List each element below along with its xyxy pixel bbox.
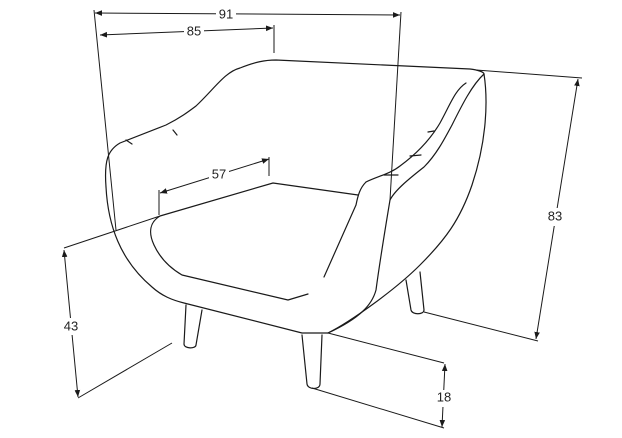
armchair-drawing bbox=[104, 59, 487, 390]
leg-front-right bbox=[301, 334, 323, 390]
dimension-label-leg-height: 18 bbox=[437, 389, 451, 404]
dimension-label-back-width: 85 bbox=[187, 23, 201, 38]
dimension-label-seat-height: 43 bbox=[64, 318, 78, 333]
right-side-outline bbox=[327, 73, 487, 334]
right-arm-top bbox=[365, 82, 467, 183]
dimension-label-overall-width: 91 bbox=[219, 6, 233, 21]
right-arm-outer bbox=[389, 73, 485, 201]
dimension-43: 43 bbox=[61, 249, 81, 398]
left-side-outline bbox=[105, 186, 329, 334]
dimension-83: 83 bbox=[534, 78, 580, 340]
dimension-91: 91 bbox=[94, 6, 401, 22]
dimension-label-overall-height: 83 bbox=[548, 208, 562, 223]
seam-marks bbox=[125, 129, 435, 176]
backrest-outline bbox=[104, 59, 485, 188]
leg-front-left bbox=[183, 304, 203, 349]
extension-lines bbox=[63, 9, 583, 429]
dimension-18: 18 bbox=[434, 363, 454, 428]
dimension-57: 57 bbox=[159, 158, 270, 194]
dimension-85: 85 bbox=[99, 23, 274, 40]
leg-back-right bbox=[405, 271, 425, 315]
right-arm-front bbox=[323, 181, 391, 334]
dimension-label-seat-depth: 57 bbox=[212, 166, 226, 181]
seat-cushion bbox=[150, 182, 359, 301]
